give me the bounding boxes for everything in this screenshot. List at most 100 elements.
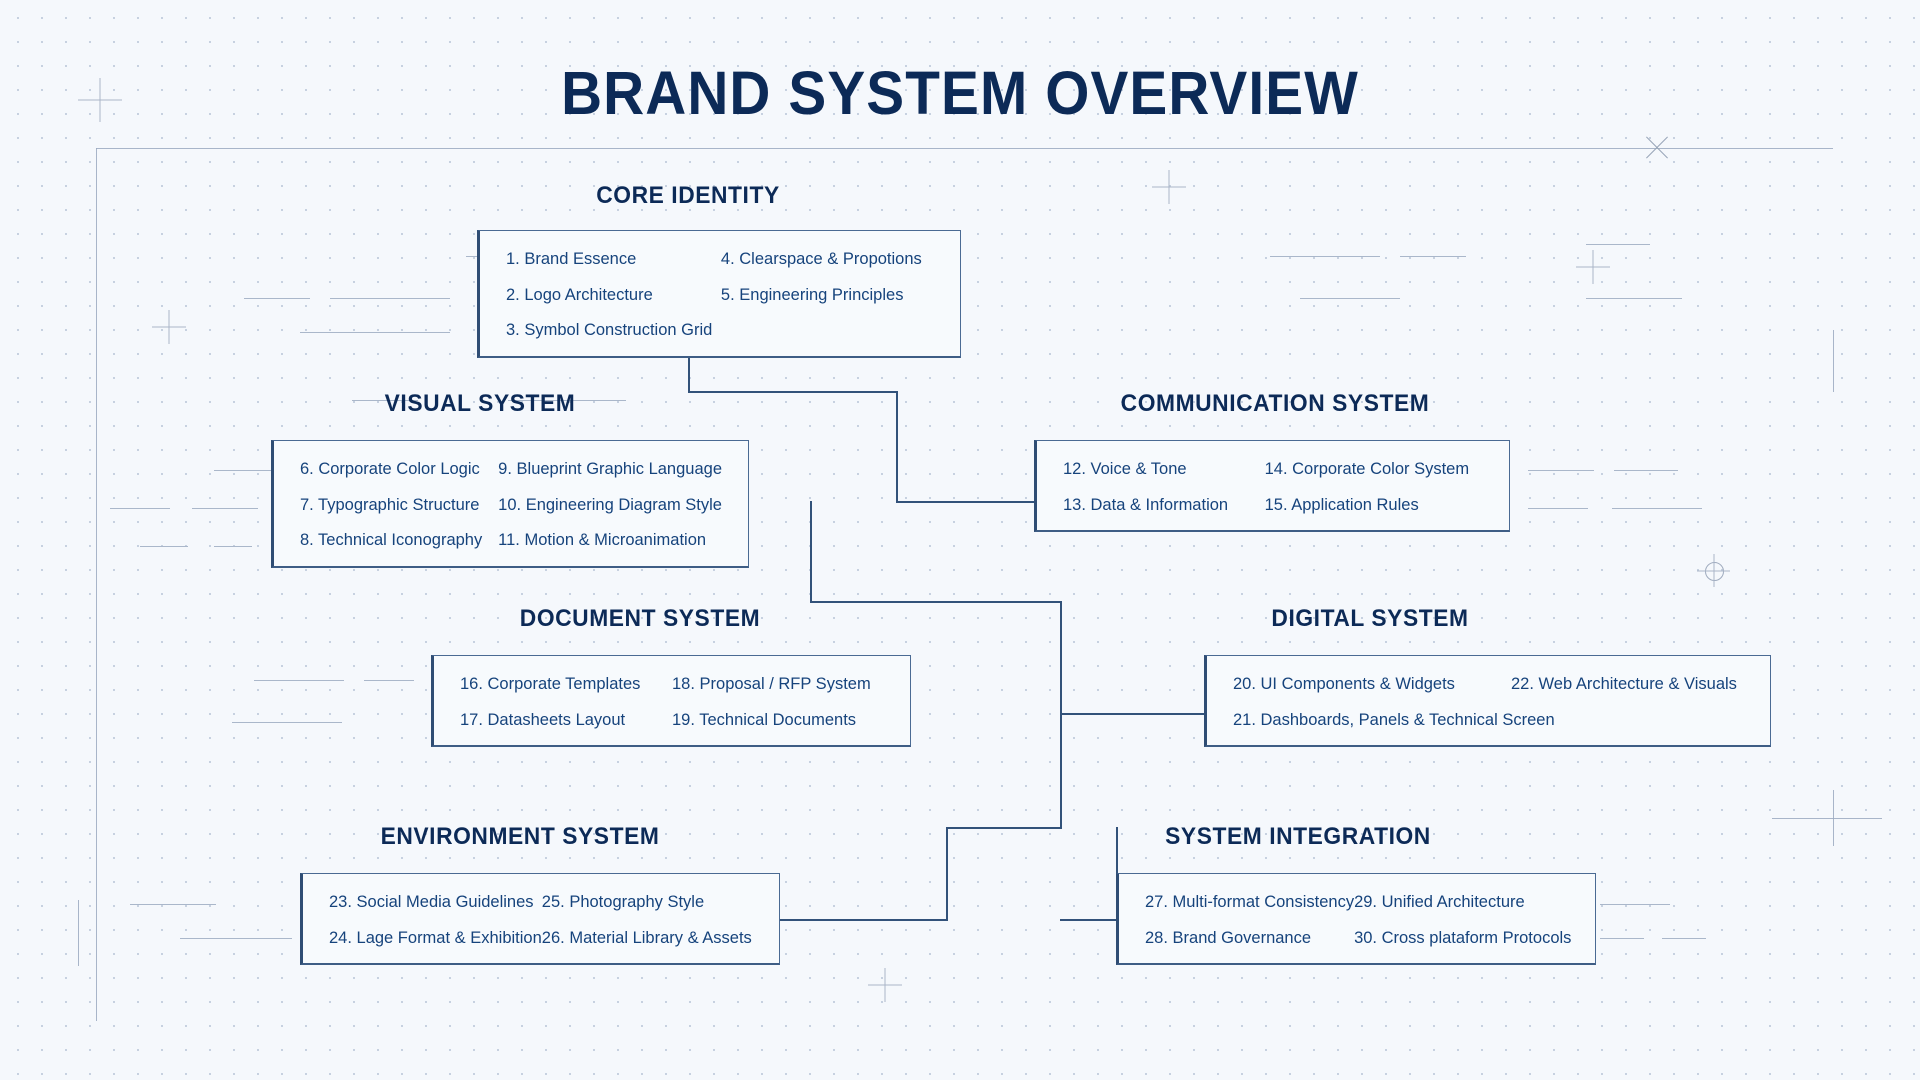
connector-to-digital [1060, 713, 1204, 715]
card-document-system[interactable]: 16. Corporate Templates 17. Datasheets L… [431, 655, 911, 747]
list-item[interactable]: 5. Engineering Principles [720, 285, 904, 304]
ornament-dash [1300, 298, 1400, 299]
group-title-core-identity: CORE IDENTITY [596, 182, 780, 209]
list-item[interactable]: 13. Data & Information [1063, 495, 1229, 514]
ornament-dash [300, 332, 450, 333]
card-column: 9. Blueprint Graphic Language 10. Engine… [498, 460, 722, 549]
card-column: 16. Corporate Templates 17. Datasheets L… [460, 675, 672, 728]
list-item[interactable]: 26. Material Library & Assets [541, 928, 752, 947]
list-item[interactable]: 8. Technical Iconography [300, 531, 483, 549]
ornament-dash [252, 938, 292, 939]
ornament-dash [232, 722, 342, 723]
card-column: 18. Proposal / RFP System 19. Technical … [672, 675, 884, 728]
frame-right-tick-a [1833, 330, 1834, 392]
card-column: 4. Clearspace & Propotions 5. Engineerin… [721, 251, 934, 336]
ornament-dash [364, 680, 414, 681]
ornament-dash [180, 938, 276, 939]
ornament-dash [1400, 256, 1466, 257]
ornament-dash [1270, 256, 1380, 257]
list-item[interactable]: 1. Brand Essence [506, 250, 637, 268]
list-item[interactable]: 17. Datasheets Layout [460, 710, 626, 729]
list-item[interactable]: 30. Cross plataform Protocols [1354, 928, 1572, 947]
frame-right-tick-b [1772, 818, 1882, 819]
list-item[interactable]: 4. Clearspace & Propotions [720, 250, 922, 268]
list-item[interactable]: 29. Unified Architecture [1354, 893, 1525, 911]
ornament-dash [244, 298, 310, 299]
ornament-dash [330, 298, 450, 299]
list-item[interactable]: 22. Web Architecture & Visuals [1511, 675, 1737, 693]
list-item[interactable]: 7. Typographic Structure [300, 495, 480, 514]
list-item[interactable]: 2. Logo Architecture [506, 285, 653, 304]
list-item[interactable]: 11. Motion & Microanimation [498, 531, 707, 549]
group-title-visual-system: VISUAL SYSTEM [384, 390, 576, 417]
group-title-digital-system: DIGITAL SYSTEM [1271, 605, 1469, 632]
card-column: 14. Corporate Color System 15. Applicati… [1264, 460, 1483, 513]
ornament-dash [214, 470, 280, 471]
ornament-dash [254, 680, 344, 681]
card-column: 6. Corporate Color Logic 7. Typographic … [300, 460, 498, 549]
list-item[interactable]: 20. UI Components & Widgets [1233, 675, 1455, 693]
list-item[interactable]: 27. Multi-format Consistency [1145, 893, 1355, 911]
list-item[interactable]: 18. Proposal / RFP System [672, 675, 871, 693]
connector-to-integration [1060, 919, 1116, 921]
ornament-dash [1662, 938, 1706, 939]
list-item[interactable]: 15. Application Rules [1264, 495, 1419, 514]
list-item[interactable]: 14. Corporate Color System [1264, 460, 1470, 478]
ornament-dash [1528, 470, 1594, 471]
card-column: 20. UI Components & Widgets 21. Dashboar… [1233, 675, 1555, 728]
ornament-dash [508, 400, 626, 401]
ornament-dash [1586, 244, 1650, 245]
crosshair-mark-bottom-center [868, 968, 902, 1002]
card-column: 23. Social Media Guidelines 24. Lage For… [329, 893, 542, 946]
connector-trunk-lower-left [946, 827, 948, 919]
list-item[interactable]: 23. Social Media Guidelines [329, 893, 534, 911]
list-item[interactable]: 21. Dashboards, Panels & Technical Scree… [1233, 710, 1555, 729]
card-column: 27. Multi-format Consistency 28. Brand G… [1145, 893, 1355, 946]
list-item[interactable]: 16. Corporate Templates [460, 675, 641, 693]
ornament-dash [130, 904, 216, 905]
ornament-dash [192, 508, 258, 509]
card-environment-system[interactable]: 23. Social Media Guidelines 24. Lage For… [300, 873, 780, 965]
card-column: 25. Photography Style 26. Material Libra… [541, 893, 753, 946]
list-item[interactable]: 9. Blueprint Graphic Language [498, 460, 722, 478]
card-column: 1. Brand Essence 2. Logo Architecture 3.… [506, 250, 721, 339]
group-title-document-system: DOCUMENT SYSTEM [519, 605, 761, 632]
list-item[interactable]: 19. Technical Documents [672, 710, 857, 729]
card-digital-system[interactable]: 20. UI Components & Widgets 21. Dashboar… [1204, 655, 1771, 747]
card-system-integration[interactable]: 27. Multi-format Consistency 28. Brand G… [1116, 873, 1596, 965]
card-column: 12. Voice & Tone 13. Data & Information [1063, 460, 1265, 513]
card-core-identity[interactable]: 1. Brand Essence 2. Logo Architecture 3.… [477, 230, 961, 358]
list-item[interactable]: 3. Symbol Construction Grid [506, 321, 713, 339]
x-mark-top-right [1642, 132, 1672, 162]
target-crosshair-right [1697, 554, 1730, 587]
card-column: 29. Unified Architecture 30. Cross plata… [1354, 893, 1571, 946]
ornament-dash [110, 508, 170, 509]
connector-trunk-jog [810, 601, 1062, 603]
card-communication-system[interactable]: 12. Voice & Tone 13. Data & Information … [1034, 440, 1510, 532]
frame-left-tick-a [78, 900, 79, 966]
list-item[interactable]: 25. Photography Style [541, 893, 705, 911]
connector-core-to-trunk [688, 391, 898, 393]
group-title-system-integration: SYSTEM INTEGRATION [1165, 823, 1431, 850]
list-item[interactable]: 28. Brand Governance [1145, 928, 1312, 947]
frame-top-rule [96, 148, 1833, 149]
ornament-dash [140, 546, 188, 547]
ornament-dash [1600, 938, 1644, 939]
page-title: BRAND SYSTEM OVERVIEW [561, 59, 1359, 127]
connector-core-down [688, 357, 690, 393]
ornament-dash [352, 400, 418, 401]
frame-left-rule [96, 148, 97, 1021]
connector-trunk-upper [896, 391, 898, 503]
crosshair-mark-top-center [1152, 170, 1186, 204]
ornament-dash [214, 546, 252, 547]
group-title-environment-system: ENVIRONMENT SYSTEM [380, 823, 660, 850]
card-visual-system[interactable]: 6. Corporate Color Logic 7. Typographic … [271, 440, 749, 568]
list-item[interactable]: 6. Corporate Color Logic [300, 460, 480, 478]
list-item[interactable]: 24. Lage Format & Exhibition [329, 928, 542, 947]
ornament-dash [1528, 508, 1588, 509]
list-item[interactable]: 10. Engineering Diagram Style [498, 495, 722, 514]
connector-trunk-mid [810, 501, 812, 603]
ornament-dash [1614, 470, 1678, 471]
list-item[interactable]: 12. Voice & Tone [1063, 460, 1187, 478]
